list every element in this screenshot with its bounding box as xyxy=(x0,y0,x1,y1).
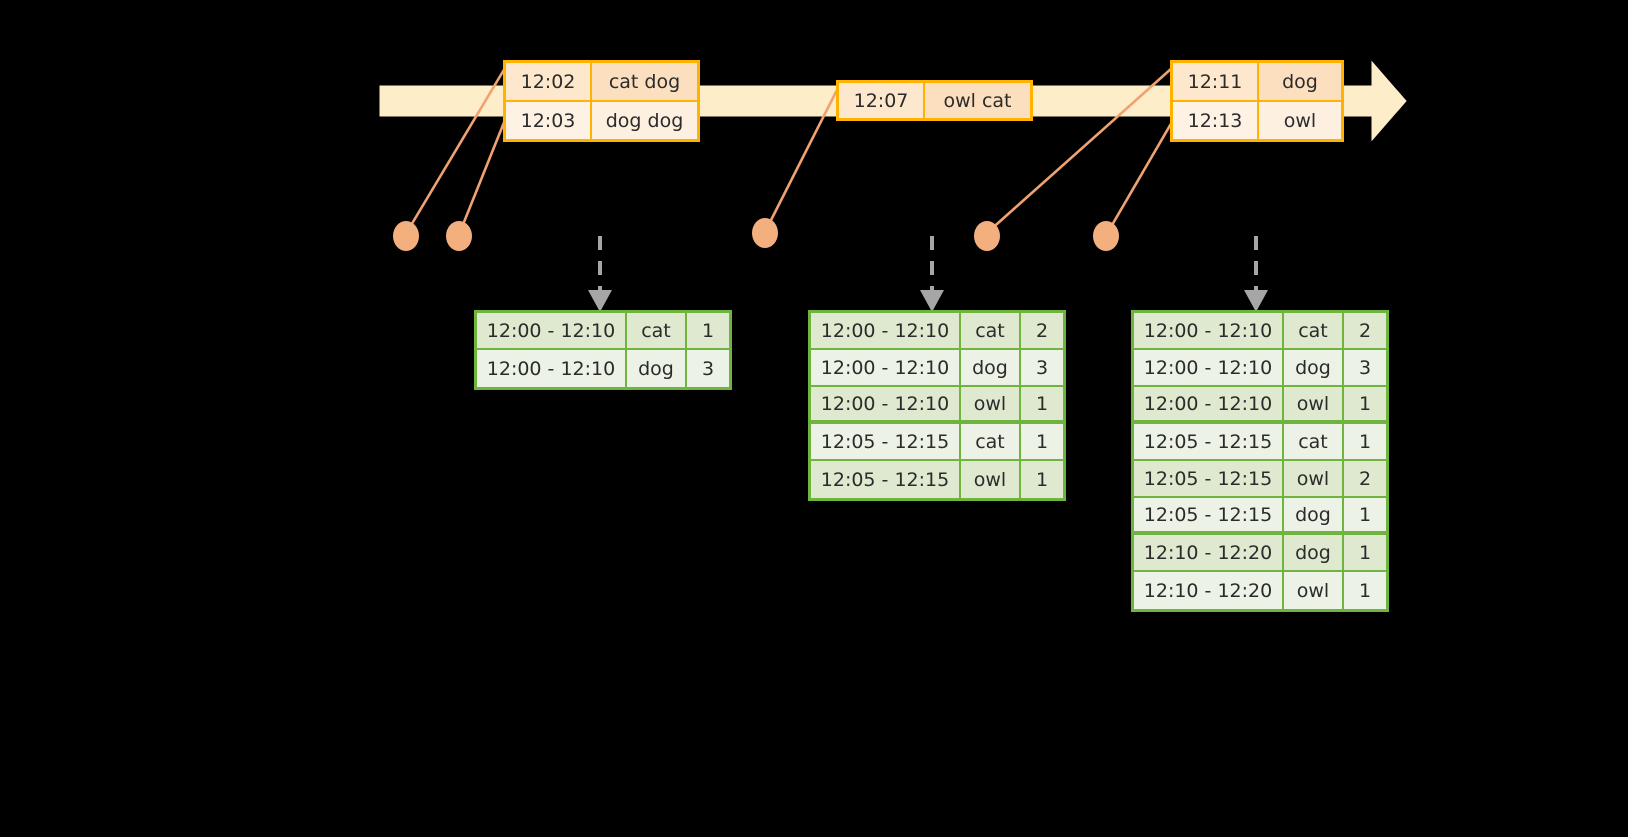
cell-count: 1 xyxy=(1344,424,1386,461)
cell-count: 1 xyxy=(687,313,729,350)
event-time: 12:13 xyxy=(1173,102,1259,139)
event-marker-1-dot xyxy=(393,221,419,251)
cell-word: cat xyxy=(1284,313,1344,350)
event-words: cat dog xyxy=(592,63,697,100)
cell-word: cat xyxy=(1284,424,1344,461)
cell-count: 1 xyxy=(1344,535,1386,572)
event-row[interactable]: 12:11 dog xyxy=(1173,63,1341,100)
cell-window: 12:00 - 12:10 xyxy=(477,313,627,350)
cell-count: 1 xyxy=(1344,572,1386,609)
emit-arrow-1 xyxy=(588,236,612,312)
cell-word: cat xyxy=(961,313,1021,350)
event-group-1[interactable]: 12:02 cat dog 12:03 dog dog xyxy=(503,60,700,142)
cell-count: 2 xyxy=(1344,313,1386,350)
cell-word: owl xyxy=(961,461,1021,498)
event-group-2[interactable]: 12:07 owl cat xyxy=(836,80,1033,121)
cell-window: 12:05 - 12:15 xyxy=(811,424,961,461)
cell-word: cat xyxy=(961,424,1021,461)
cell-window: 12:00 - 12:10 xyxy=(1134,350,1284,387)
event-marker-2-dot xyxy=(446,221,472,251)
cell-count: 2 xyxy=(1021,313,1063,350)
cell-count: 1 xyxy=(1344,498,1386,535)
event-words: dog xyxy=(1259,63,1341,100)
cell-word: owl xyxy=(1284,461,1344,498)
connector-1 xyxy=(405,67,507,233)
event-time: 12:02 xyxy=(506,63,592,100)
cell-window: 12:10 - 12:20 xyxy=(1134,572,1284,609)
cell-count: 3 xyxy=(1021,350,1063,387)
cell-count: 1 xyxy=(1021,461,1063,498)
cell-count: 1 xyxy=(1021,424,1063,461)
event-marker-3-dot xyxy=(752,218,778,248)
cell-window: 12:00 - 12:10 xyxy=(811,387,961,424)
cell-count: 2 xyxy=(1344,461,1386,498)
cell-window: 12:00 - 12:10 xyxy=(811,313,961,350)
cell-window: 12:10 - 12:20 xyxy=(1134,535,1284,572)
cell-window: 12:00 - 12:10 xyxy=(1134,313,1284,350)
event-row[interactable]: 12:13 owl xyxy=(1173,100,1341,139)
cell-word: owl xyxy=(1284,387,1344,424)
cell-word: dog xyxy=(1284,350,1344,387)
event-group-3[interactable]: 12:11 dog 12:13 owl xyxy=(1170,60,1344,142)
cell-count: 1 xyxy=(1344,387,1386,424)
cell-count: 3 xyxy=(687,350,729,387)
cell-word: dog xyxy=(627,350,687,387)
emit-arrow-2 xyxy=(920,236,944,312)
cell-window: 12:05 - 12:15 xyxy=(1134,424,1284,461)
cell-word: cat xyxy=(627,313,687,350)
emit-arrow-3 xyxy=(1244,236,1268,312)
cell-count: 3 xyxy=(1344,350,1386,387)
cell-count: 1 xyxy=(1021,387,1063,424)
event-time: 12:07 xyxy=(839,83,925,118)
event-words: owl xyxy=(1259,102,1341,139)
cell-window: 12:00 - 12:10 xyxy=(811,350,961,387)
connector-2 xyxy=(458,119,507,233)
cell-word: dog xyxy=(1284,498,1344,535)
event-words: dog dog xyxy=(592,102,697,139)
event-time: 12:11 xyxy=(1173,63,1259,100)
connector-3 xyxy=(764,87,840,231)
event-row[interactable]: 12:02 cat dog xyxy=(506,63,697,100)
connector-5 xyxy=(1106,121,1174,233)
cell-window: 12:05 - 12:15 xyxy=(1134,461,1284,498)
event-row[interactable]: 12:03 dog dog xyxy=(506,100,697,139)
cell-word: dog xyxy=(1284,535,1344,572)
event-marker-5-dot xyxy=(1093,221,1119,251)
event-time: 12:03 xyxy=(506,102,592,139)
cell-word: dog xyxy=(961,350,1021,387)
cell-window: 12:05 - 12:15 xyxy=(811,461,961,498)
cell-window: 12:00 - 12:10 xyxy=(1134,387,1284,424)
cell-word: owl xyxy=(1284,572,1344,609)
cell-window: 12:00 - 12:10 xyxy=(477,350,627,387)
event-row[interactable]: 12:07 owl cat xyxy=(839,83,1030,118)
cell-window: 12:05 - 12:15 xyxy=(1134,498,1284,535)
cell-word: owl xyxy=(961,387,1021,424)
event-words: owl cat xyxy=(925,83,1030,118)
event-dots xyxy=(393,218,1119,251)
event-marker-4-dot xyxy=(974,221,1000,251)
emit-arrows xyxy=(588,236,1268,312)
